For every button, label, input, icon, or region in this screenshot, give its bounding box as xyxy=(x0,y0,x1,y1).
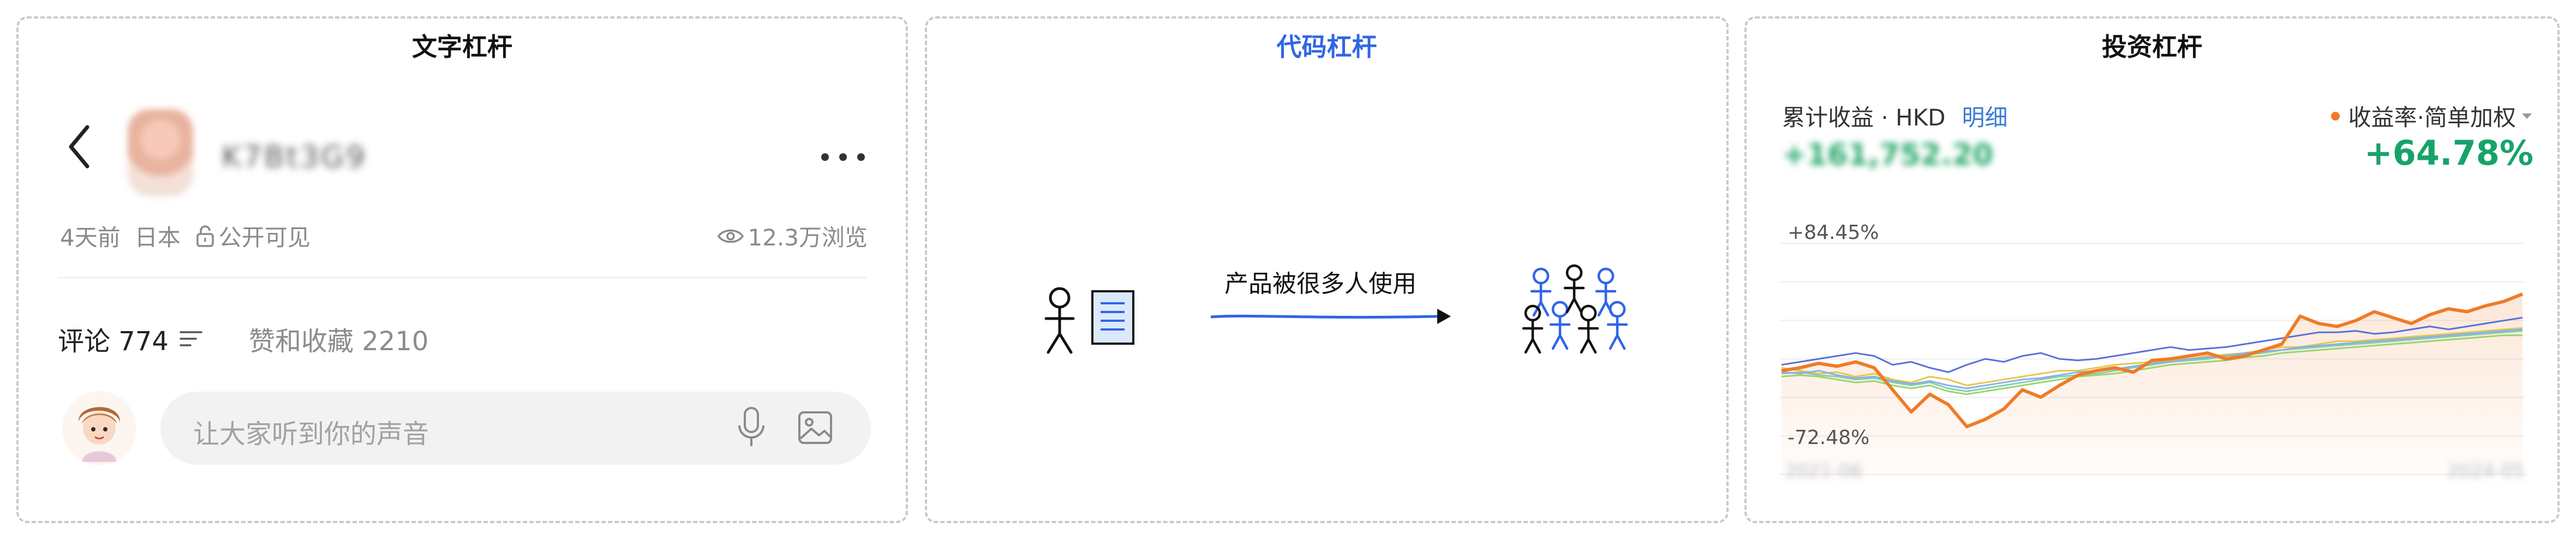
code-lever-illustration xyxy=(1044,264,1628,354)
post-meta: 4天前 日本 公开可见 12.3万浏览 xyxy=(60,219,868,252)
cumulative-amount: +161,752.20 xyxy=(1782,137,1993,172)
tab-comments[interactable]: 评论 774 xyxy=(58,320,204,358)
legend-label: 收益率·简单加权 xyxy=(2348,104,2516,131)
main-series-line xyxy=(1781,292,2524,429)
post-location: 日本 xyxy=(134,224,181,251)
cumulative-return-text: 累计收益 · HKD xyxy=(1782,104,1946,131)
series-line xyxy=(1781,334,2523,395)
post-time: 4天前 xyxy=(60,224,121,251)
panel-title: 投资杠杆 xyxy=(2102,32,2202,62)
series-line xyxy=(1781,330,2523,392)
image-icon[interactable] xyxy=(797,410,833,445)
tab-likes[interactable]: 赞和收藏 2210 xyxy=(249,326,429,357)
y-tick-bottom: -72.48% xyxy=(1788,427,1870,449)
code-document-icon xyxy=(1091,290,1134,345)
chart-area xyxy=(1782,294,2523,475)
comment-input-placeholder: 让大家听到你的声音 xyxy=(193,419,429,449)
tab-comments-label: 评论 774 xyxy=(58,326,169,357)
x-tick-start: 2021-06 xyxy=(1785,460,1863,482)
developer-person-icon xyxy=(1044,287,1075,354)
mic-icon[interactable] xyxy=(736,406,767,449)
eye-icon xyxy=(718,229,744,243)
panel-title: 代码杠杆 xyxy=(1276,32,1377,62)
series-line xyxy=(1781,328,2523,389)
legend-selector[interactable]: 收益率·简单加权 xyxy=(2330,99,2533,133)
arrow-caption: 产品被很多人使用 xyxy=(1224,270,1416,298)
chart-lines xyxy=(1781,292,2524,429)
legend-dot xyxy=(2330,111,2340,121)
lock-icon xyxy=(196,225,214,247)
arrow-icon xyxy=(1210,309,1451,324)
divider xyxy=(58,277,866,278)
sort-icon[interactable] xyxy=(178,329,204,349)
y-tick-top: +84.45% xyxy=(1788,221,1879,244)
chevron-down-icon xyxy=(2522,113,2532,119)
cumulative-return-label: 累计收益 · HKD 明细 xyxy=(1782,99,2008,133)
author-username[interactable]: K7Bt3G9 xyxy=(222,140,367,174)
author-avatar[interactable] xyxy=(128,109,193,196)
more-icon[interactable] xyxy=(818,151,868,164)
code-lever-panel: 代码杠杆 xyxy=(925,16,1729,523)
post-visibility: 公开可见 xyxy=(218,224,310,251)
comment-input[interactable]: 让大家听到你的声音 xyxy=(160,392,871,465)
main-series-area xyxy=(1782,294,2523,475)
return-rate: +64.78% xyxy=(2364,133,2533,173)
returns-chart[interactable] xyxy=(1779,220,2525,504)
back-icon[interactable] xyxy=(63,119,96,174)
panel-title: 文字杠杆 xyxy=(412,32,512,62)
user-avatar[interactable] xyxy=(62,391,136,465)
users-group-icon xyxy=(1522,264,1628,354)
invest-lever-panel: 投资杠杆 累计收益 · HKD 明细 收益率·简单加权 +161,752.20 … xyxy=(1744,16,2560,523)
series-line xyxy=(1781,316,2523,373)
text-lever-panel: 文字杠杆 K7Bt3G9 4天前 日本 公开可见 12.3万浏览 评论 xyxy=(16,16,908,523)
x-tick-end: 2024-05 xyxy=(2447,460,2525,482)
post-views: 12.3万浏览 xyxy=(748,224,868,251)
detail-link[interactable]: 明细 xyxy=(1962,104,2008,131)
